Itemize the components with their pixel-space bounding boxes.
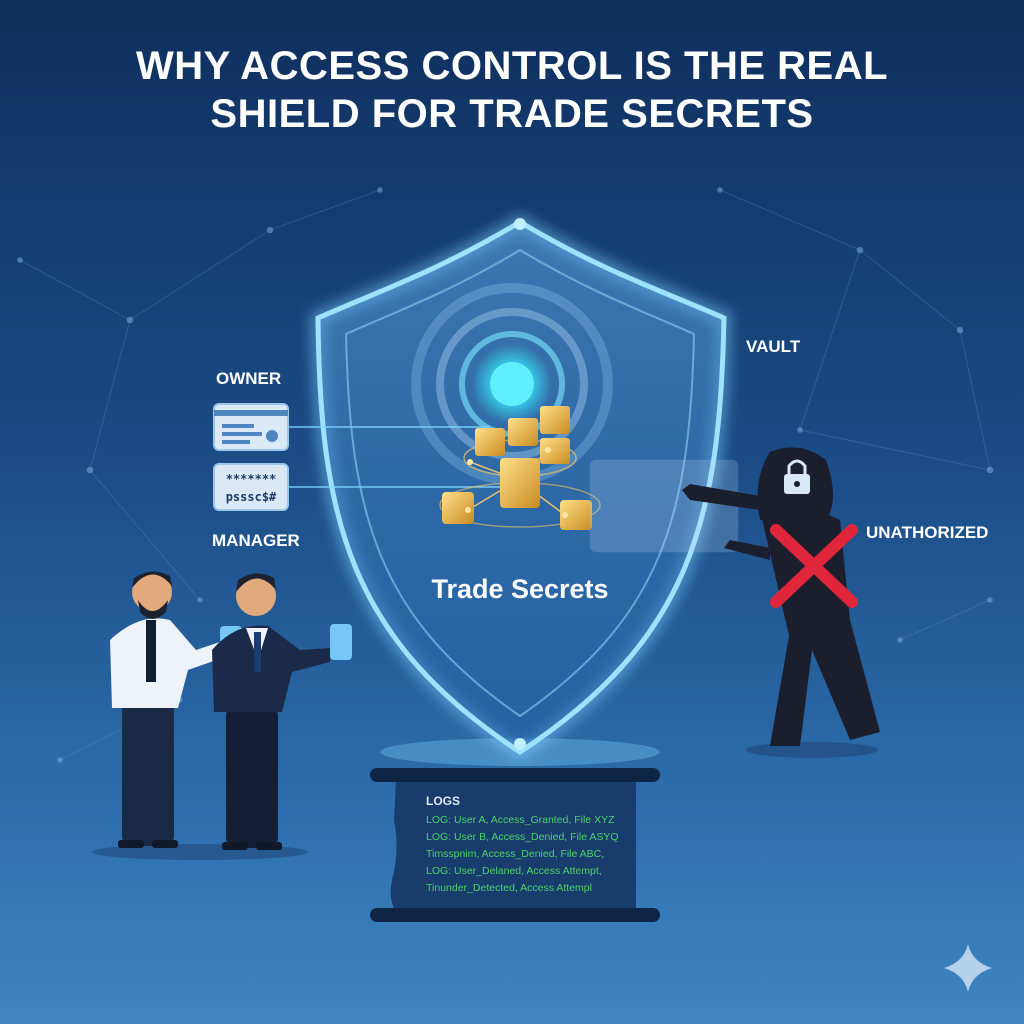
- id-card-icon: [214, 404, 288, 450]
- log-line: LOG: User_Delaned, Access Attempt,: [426, 863, 636, 880]
- keypad-icon: [330, 624, 352, 660]
- owner-label: OWNER: [216, 369, 281, 389]
- logs-title: LOGS: [426, 794, 636, 808]
- password-card-icon: ******* psssc$#: [214, 464, 288, 510]
- vault-label: VAULT: [746, 337, 800, 357]
- shield-label: Trade Secrets: [431, 574, 608, 604]
- sparkle-icon: [944, 944, 992, 992]
- log-line: Timsspnim, Access_Denied, File ABC,: [426, 846, 636, 863]
- log-line: LOG: User B, Access_Denied, File ASYQ: [426, 829, 636, 846]
- password-masked: *******: [226, 472, 277, 486]
- unauthorized-label: UNATHORIZED: [866, 523, 988, 543]
- logs-panel: LOGS LOG: User A, Access_Granted, File X…: [396, 788, 636, 908]
- person-manager: [212, 573, 352, 850]
- log-line: Tinunder_Detected, Access Attempl: [426, 880, 636, 897]
- log-line: LOG: User A, Access_Granted, File XYZ: [426, 812, 636, 829]
- manager-label: MANAGER: [212, 531, 300, 551]
- barrier-panel: [590, 460, 738, 552]
- password-text: psssc$#: [226, 490, 277, 504]
